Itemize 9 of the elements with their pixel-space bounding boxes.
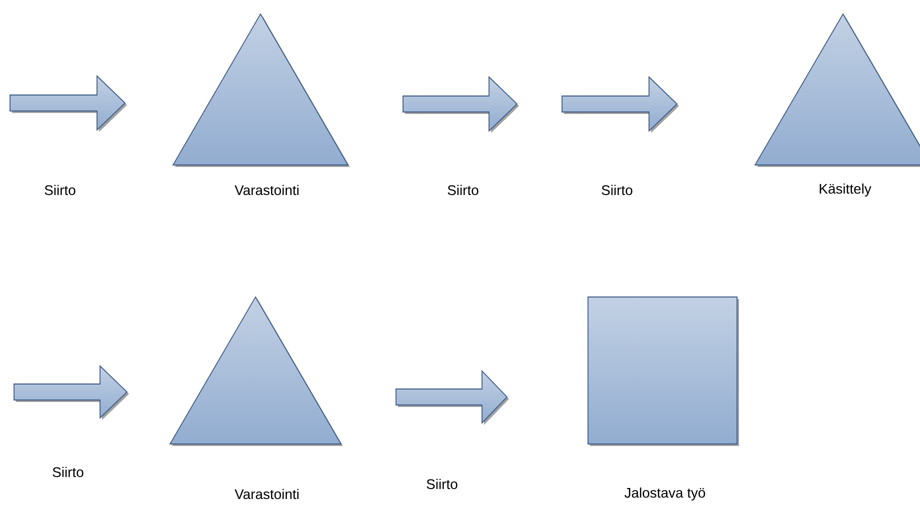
node-label: Siirto xyxy=(426,478,458,490)
node-label: Käsittely xyxy=(820,184,872,196)
node-label: Siirto xyxy=(52,466,84,478)
node-label: Siirto xyxy=(602,184,632,196)
node-label: Siirto xyxy=(448,184,478,196)
node-label: Varastointi xyxy=(234,184,298,196)
node-label: Varastointi xyxy=(234,488,298,500)
node-label: Jalostava työ xyxy=(624,488,706,500)
node-label: Siirto xyxy=(44,184,76,196)
